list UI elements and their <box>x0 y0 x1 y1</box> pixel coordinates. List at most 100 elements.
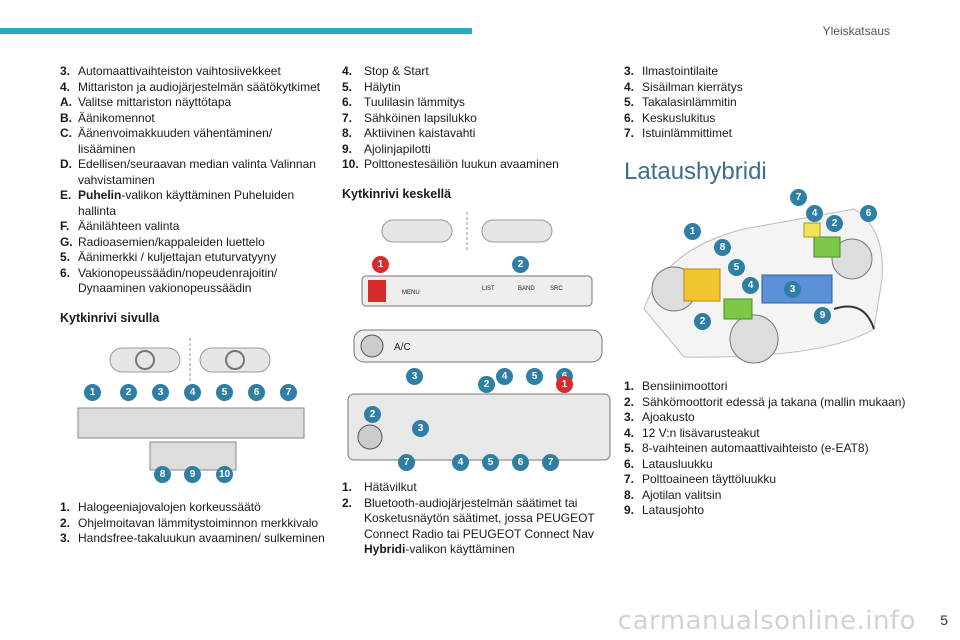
callout-badge: 5 <box>526 368 543 385</box>
item-text: 8-vaihteinen automaattivaihteisto (e-EAT… <box>642 441 869 455</box>
item-text: Ohjelmoitavan lämmitystoiminnon merkkiva… <box>78 515 319 530</box>
list-item: A.Valitse mittariston näyttötapa <box>60 95 330 111</box>
list-item: B.Äänikomennot <box>60 111 330 127</box>
callout-badge: 3 <box>412 420 429 437</box>
section-heading: Lataushybridi <box>624 157 767 185</box>
item-text: Polttonestesäiliön luukun avaaminen <box>364 157 559 171</box>
legend-item: 5.8-vaihteinen automaattivaihteisto (e-E… <box>624 441 914 457</box>
item-key: 1. <box>342 480 353 494</box>
callout-badge: 2 <box>364 406 381 423</box>
item-key: G. <box>60 234 73 249</box>
list-item: 10. Polttonestesäiliön luukun avaaminen <box>342 157 612 173</box>
callout-badge: 1 <box>372 256 389 273</box>
item-key: A. <box>60 95 72 109</box>
legend-item: 3.Handsfree-takaluukun avaaminen/ sulkem… <box>60 531 330 547</box>
item-key: 9. <box>342 141 353 156</box>
subheading-center-switches: Kytkinrivi keskellä <box>342 186 452 201</box>
callout-badge: 9 <box>184 466 201 483</box>
hybrid-drivetrain-diagram <box>643 208 883 364</box>
list-item: 5. Äänimerkki / kuljettajan etuturvatyyny <box>60 250 330 266</box>
callout-badge: 2 <box>512 256 529 273</box>
list-item: 9.Ajolinjapilotti <box>342 142 612 158</box>
panel-label-src: SRC <box>550 286 563 292</box>
list-item: D.Edellisen/seuraavan median valinta Val… <box>60 157 330 188</box>
callout-badge: 4 <box>742 277 759 294</box>
list-item: F. Äänilähteen valinta <box>60 219 330 235</box>
callout-badge: 4 <box>496 368 513 385</box>
item-key: 10. <box>342 157 359 171</box>
item-text: Äänimerkki / kuljettajan etuturvatyyny <box>78 250 277 264</box>
item-text: Bluetooth-audiojärjestelmän säätimet tai… <box>364 495 595 557</box>
item-key: 2. <box>60 515 71 530</box>
legend-item: 2. Bluetooth-audiojärjestelmän säätimet t… <box>342 496 612 558</box>
callout-badge: 7 <box>398 454 415 471</box>
item-text: Halogeeniajovalojen korkeussäätö <box>78 500 261 514</box>
list-item: 6.Vakionopeussäädin/nopeudenrajoitin/ Dy… <box>60 266 330 297</box>
item-text: Ilmastointilaite <box>642 64 719 78</box>
item-key: 6. <box>624 456 635 471</box>
item-key: 8. <box>342 126 353 140</box>
legend-item: 9.Latausjohto <box>624 503 914 519</box>
item-key: 2. <box>342 495 353 510</box>
callout-badge: 2 <box>826 215 843 232</box>
item-text: Sisäilman kierrätys <box>642 79 743 94</box>
item-text: Ajoakusto <box>642 410 695 424</box>
legend-item: 8.Ajotilan valitsin <box>624 488 914 504</box>
item-key: 3. <box>60 64 71 78</box>
item-text: Automaattivaihteiston vaihtosiivekkeet <box>78 64 281 78</box>
subheading-side-switches: Kytkinrivi sivulla <box>60 310 160 325</box>
item-key: 4. <box>624 79 635 94</box>
item-text: Aktiivinen kaistavahti <box>364 126 476 140</box>
list-item: C.Äänenvoimakkuuden vähentäminen/ lisääm… <box>60 126 330 157</box>
legend-item: 1.Bensiinimoottori <box>624 379 914 395</box>
callout-badge: 6 <box>860 205 877 222</box>
item-key: C. <box>60 126 72 140</box>
list-item: E. Puhelin-valikon käyttäminen Puheluiden… <box>60 188 330 219</box>
item-key: 3. <box>624 410 635 424</box>
legend-item: 7.Polttoaineen täyttöluukku <box>624 472 914 488</box>
page-number: 5 <box>940 612 948 628</box>
item-key: 8. <box>624 487 635 502</box>
list-item: 7.Sähköinen lapsilukko <box>342 111 612 127</box>
callout-badge: 8 <box>714 239 731 256</box>
item-text: Puhelin-valikon käyttäminen Puheluiden h… <box>78 188 295 218</box>
callout-badge: 4 <box>452 454 469 471</box>
callout-badge: 2 <box>694 313 711 330</box>
item-key: 4. <box>624 425 635 440</box>
callout-badge: 1 <box>84 384 101 401</box>
list-item: 6. Tuulilasin lämmitys <box>342 95 612 111</box>
item-text: Handsfree-takaluukun avaaminen/ sulkemin… <box>78 531 325 545</box>
callout-badge: 5 <box>216 384 233 401</box>
callout-badge: 4 <box>184 384 201 401</box>
item-key: 6. <box>342 95 353 109</box>
callout-badge: 8 <box>154 466 171 483</box>
callout-badge: 3 <box>406 368 423 385</box>
item-key: 5. <box>342 79 353 94</box>
item-text: Sähkömoottorit edessä ja takana (mallin … <box>642 394 906 409</box>
item-text: Sähköinen lapsilukko <box>364 110 477 125</box>
item-text: Latausluukku <box>642 456 713 471</box>
item-key: B. <box>60 110 72 125</box>
list-item: 6.Keskuslukitus <box>624 111 914 127</box>
callout-badge: 1 <box>684 223 701 240</box>
callout-badge: 6 <box>512 454 529 471</box>
callout-badge: 7 <box>542 454 559 471</box>
item-text: Latausjohto <box>642 503 705 517</box>
item-text: Tuulilasin lämmitys <box>364 95 465 109</box>
item-key: F. <box>60 219 70 233</box>
item-key: 5. <box>60 250 71 264</box>
callout-badge: 6 <box>248 384 265 401</box>
center-panel-figure: 123456212374567 MENU LIST BAND SRC A/C <box>342 212 612 472</box>
callout-badge: 2 <box>478 376 495 393</box>
item-key: E. <box>60 188 72 202</box>
callout-badge: 9 <box>814 307 831 324</box>
item-key: 2. <box>624 394 635 409</box>
item-key: 4. <box>342 64 353 78</box>
column-1: 3. Automaattivaihteiston vaihtosiivekkeet… <box>60 64 330 547</box>
callout-badge: 4 <box>806 205 823 222</box>
item-text: Äänilähteen valinta <box>78 219 180 233</box>
